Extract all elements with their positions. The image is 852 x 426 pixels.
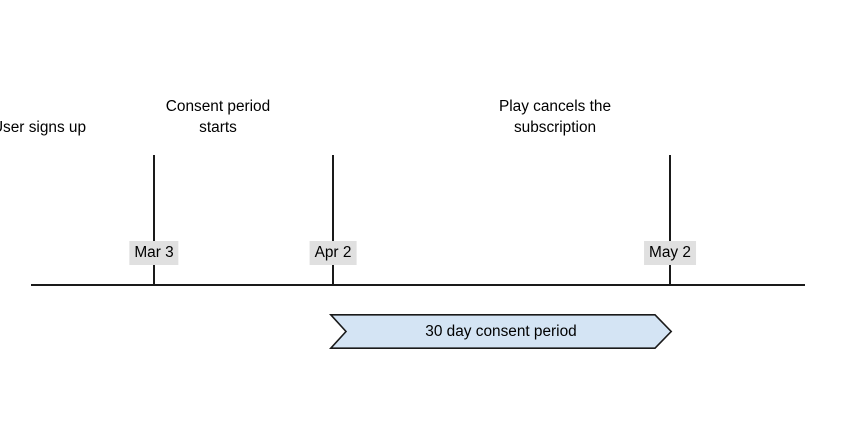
marker-event-label: Consent period starts (165, 98, 271, 136)
consent-period-label: 30 day consent period (425, 322, 577, 340)
marker-event-label: Play cancels the subscription (498, 98, 612, 136)
marker-date-chip: May 2 (644, 241, 696, 265)
marker-date-chip: Mar 3 (129, 241, 179, 265)
consent-period-banner: 30 day consent period (328, 314, 673, 350)
marker-stem-line (669, 155, 671, 285)
chevron-shape (328, 314, 673, 350)
marker-stem-line (332, 155, 334, 285)
marker-stem-line (153, 155, 155, 285)
timeline-axis (31, 284, 805, 286)
marker-date-chip: Apr 2 (309, 241, 357, 265)
marker-event-label: User signs up (0, 119, 87, 136)
